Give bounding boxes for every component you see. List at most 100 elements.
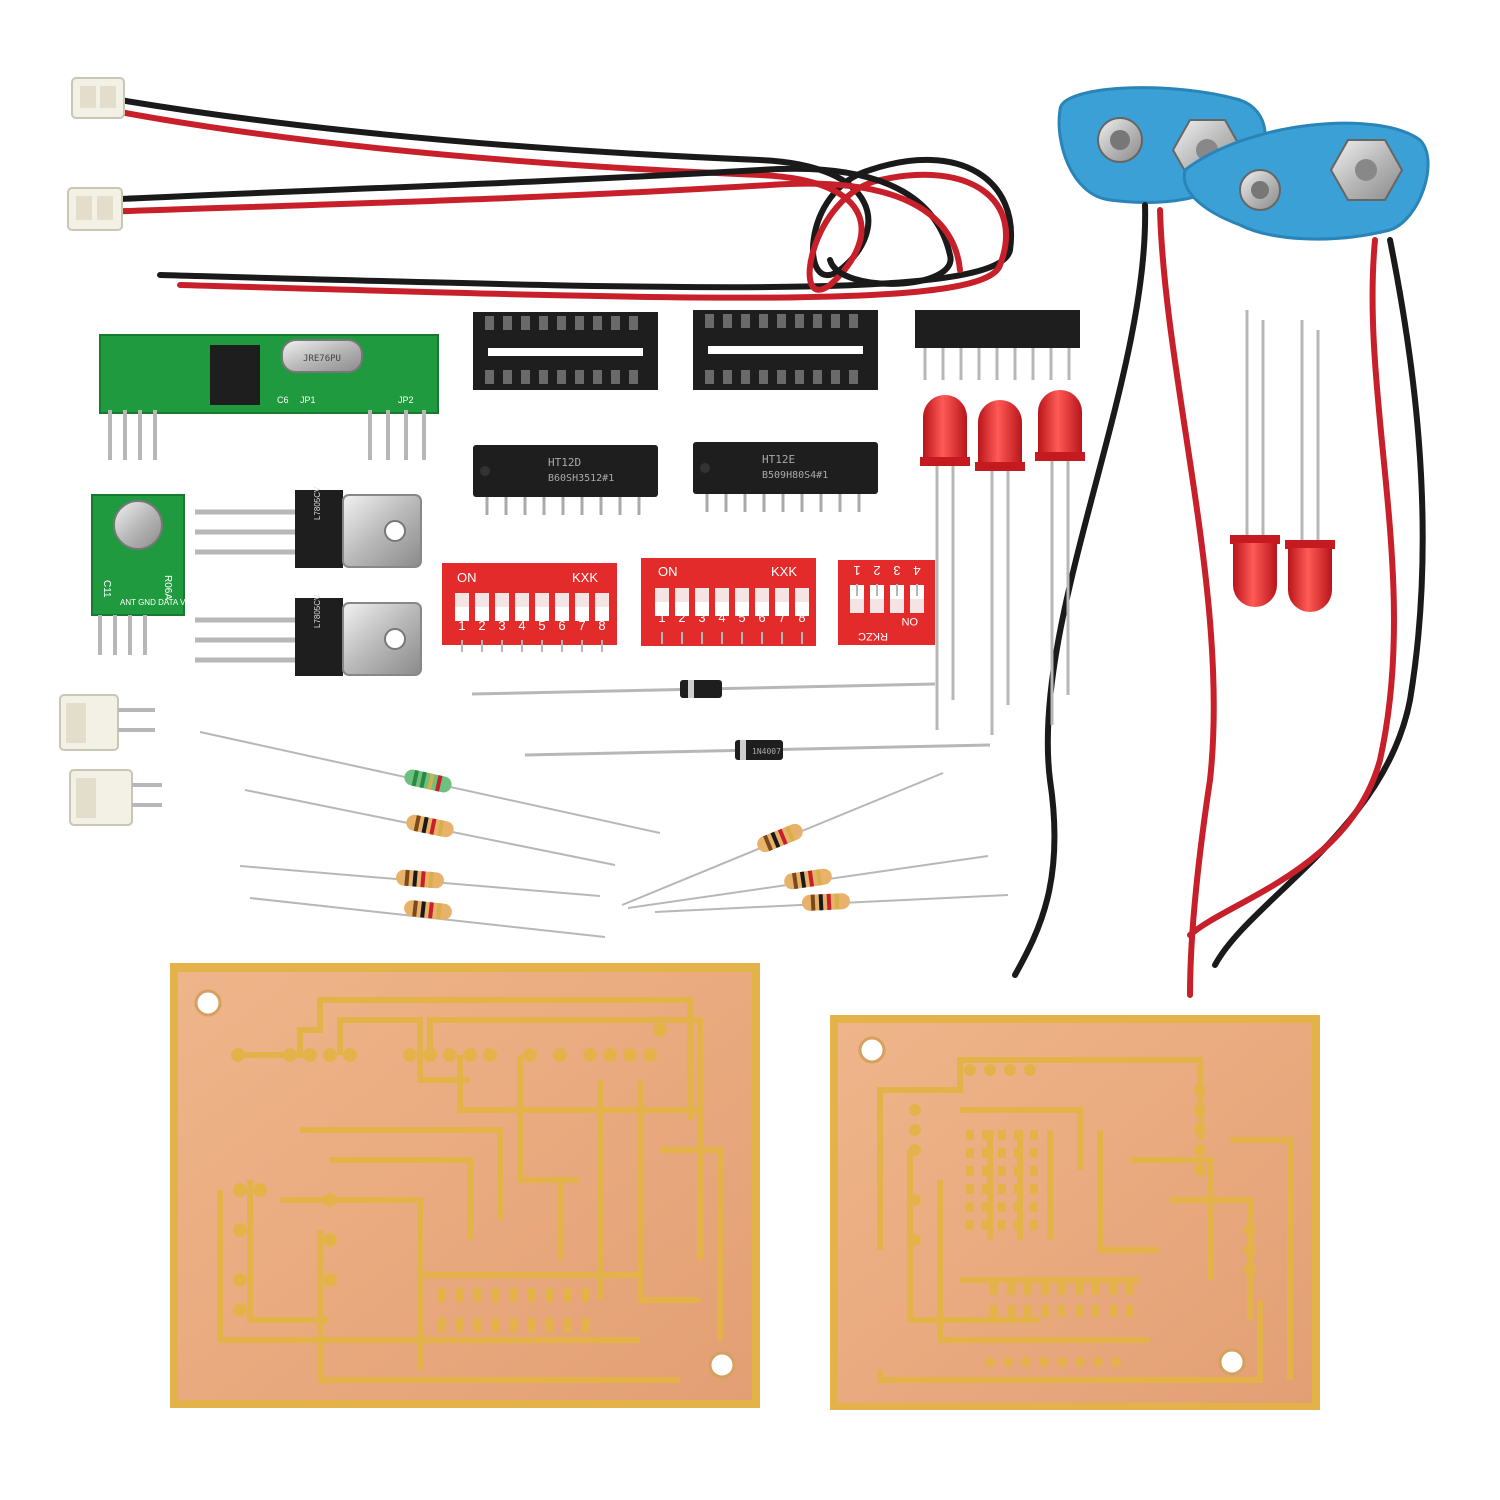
pcb-pad [982, 1148, 990, 1158]
pcb-trace [217, 1190, 640, 1343]
diode-2-label: 1N4007 [752, 747, 781, 756]
pcb-pad [1030, 1184, 1038, 1194]
led-body [923, 395, 967, 465]
jst-connector-icon [59, 694, 155, 751]
pcb-pad [1244, 1244, 1256, 1256]
dip4-brand-label: RKZC [858, 630, 888, 642]
dip8a-on-label: ON [457, 570, 477, 585]
pcb-pad [1021, 1357, 1031, 1367]
pcb-pad [491, 1318, 500, 1332]
pcb-pad [1014, 1148, 1022, 1158]
pcb-icon [170, 963, 760, 1408]
pcb-pad [998, 1202, 1006, 1212]
pcb-pad [1111, 1357, 1121, 1367]
pcb-pad [909, 1194, 921, 1206]
resistor-body [757, 823, 803, 853]
pcb-pad [909, 1234, 921, 1246]
ic-decoder-line1: HT12E [762, 453, 795, 466]
pcb-pad [982, 1130, 990, 1140]
rf-transmitter-icon: C11 ANT GND DATA VDD R06A [91, 494, 197, 655]
pcb-pad [581, 1288, 590, 1302]
pcb-pad [455, 1288, 464, 1302]
pcb-pad [527, 1318, 536, 1332]
pcb-pad [1244, 1264, 1256, 1276]
dip-number: 1 [658, 610, 665, 625]
pcb-pad [966, 1166, 974, 1176]
pcb-pad [998, 1148, 1006, 1158]
pcb-trace [337, 1017, 470, 1083]
pcb-pad [455, 1318, 464, 1332]
resistor-body [406, 814, 454, 838]
pcb-pad [253, 1183, 267, 1197]
pcb-pad [982, 1184, 990, 1194]
pcb-pad [437, 1288, 446, 1302]
pcb-pad [1014, 1202, 1022, 1212]
ic-encoder-line2: B60SH3512#1 [548, 473, 614, 484]
dip-number: 3 [498, 618, 505, 633]
pcb-trace [457, 1055, 700, 1113]
dip-number: 7 [778, 610, 785, 625]
pcb-pad [998, 1130, 1006, 1140]
diode-icon: 1N4007 [524, 740, 991, 760]
dip-number: 1 [853, 563, 860, 578]
rf-receiver-icon: JRE76PU C6 JP1 JP2 [99, 334, 439, 460]
dip-number: 4 [518, 618, 525, 633]
pcb-pad [966, 1148, 974, 1158]
wire-harness-icon [67, 77, 1015, 301]
pcb-pad [473, 1318, 482, 1332]
pcb-pad [553, 1048, 567, 1062]
pcb-pad [509, 1288, 518, 1302]
pcb-trace [300, 1127, 503, 1220]
pcb-pad [985, 1357, 995, 1367]
pcb-pad [1030, 1166, 1038, 1176]
pcb-pad [545, 1288, 554, 1302]
transmitter-pin-label: ANT GND DATA VDD [120, 598, 197, 607]
pcb-pad [1058, 1283, 1066, 1295]
pcb-pad [437, 1318, 446, 1332]
pcb-pad [1041, 1283, 1049, 1295]
pcb-pad [982, 1220, 990, 1230]
pcb-trace [238, 997, 693, 1120]
pcb-trace [960, 1107, 1083, 1170]
pcb-pad [463, 1048, 477, 1062]
pcb-pad [1194, 1124, 1206, 1136]
pcb-pad [233, 1273, 247, 1287]
pcb-pad [483, 1048, 497, 1062]
ic-chip-icon: HT12D B60SH3512#1 [473, 445, 658, 515]
pcb-pad [1126, 1283, 1134, 1295]
pcb-pad [909, 1124, 921, 1136]
pcb-pad [1075, 1357, 1085, 1367]
pcb-pad [1058, 1305, 1066, 1317]
led-body [1288, 548, 1332, 612]
pcb-pad [323, 1193, 337, 1207]
dip-number: 2 [478, 618, 485, 633]
pcb-pad [1030, 1202, 1038, 1212]
pcb-pad [1007, 1283, 1015, 1295]
pcb-pad [1004, 1064, 1016, 1076]
pcb-pad [545, 1318, 554, 1332]
dip-number: 2 [678, 610, 685, 625]
pcb-pad [323, 1048, 337, 1062]
pcb-trace [637, 1080, 700, 1303]
pcb-pad [323, 1273, 337, 1287]
pcb-trace [317, 1230, 680, 1383]
pcb-pad [1024, 1064, 1036, 1076]
pcb-trace [907, 1150, 1040, 1323]
battery-clip-icon [1057, 86, 1430, 241]
pcb-pad [1041, 1305, 1049, 1317]
resistor-body [784, 868, 832, 890]
pcb-pad [443, 1048, 457, 1062]
pcb-pad [909, 1144, 921, 1156]
cap-label: C6 [277, 395, 289, 405]
pcb-pad [964, 1064, 976, 1076]
resistor-network-icon [915, 310, 1080, 380]
pcb-icon [830, 1015, 1320, 1410]
led-body [1233, 543, 1277, 607]
pcb-trace [1130, 1157, 1213, 1280]
pcb-trace [1170, 1197, 1253, 1320]
voltage-regulator-icon: L7805CV [195, 486, 422, 568]
pcb-pad [323, 1233, 337, 1247]
ic-socket-icon [473, 312, 658, 390]
